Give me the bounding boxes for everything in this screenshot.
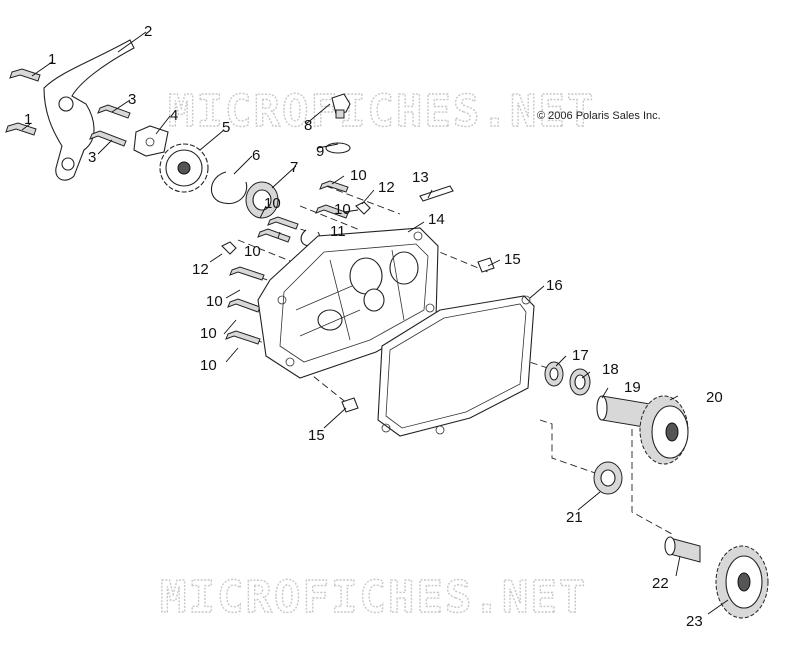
part-1-bolts bbox=[5, 68, 41, 136]
callout-2: 2 bbox=[144, 23, 152, 40]
callout-1: 1 bbox=[48, 51, 56, 68]
callout-23: 23 bbox=[686, 613, 703, 630]
callout-17: 17 bbox=[572, 347, 589, 364]
part-23-driven-gear bbox=[715, 545, 769, 619]
callout-4: 4 bbox=[170, 107, 178, 124]
callout-10: 10 bbox=[244, 243, 261, 260]
part-2-shift-bracket bbox=[43, 39, 135, 181]
part-20-gear bbox=[639, 395, 689, 465]
callout-18: 18 bbox=[602, 361, 619, 378]
callout-10: 10 bbox=[350, 167, 367, 184]
leader-lines bbox=[21, 31, 729, 615]
part-19-shaft bbox=[596, 395, 651, 429]
callout-3: 3 bbox=[88, 149, 96, 166]
watermark-bottom: MICROFICHES.NET bbox=[160, 572, 587, 623]
callout-10: 10 bbox=[334, 201, 351, 218]
callout-13: 13 bbox=[412, 169, 429, 186]
callout-3: 3 bbox=[128, 91, 136, 108]
part-10-bolts bbox=[225, 180, 349, 345]
part-22-pinion-shaft bbox=[664, 536, 701, 563]
callout-12: 12 bbox=[192, 261, 209, 278]
callout-15: 15 bbox=[504, 251, 521, 268]
callout-19: 19 bbox=[624, 379, 641, 396]
part-17-bearing bbox=[544, 361, 564, 387]
copyright-notice: © 2006 Polaris Sales Inc. bbox=[537, 110, 661, 122]
part-12-clips bbox=[221, 201, 371, 255]
callout-10: 10 bbox=[206, 293, 223, 310]
part-7-bearing bbox=[245, 181, 279, 219]
callout-22: 22 bbox=[652, 575, 669, 592]
watermark-top: MICROFICHES.NET bbox=[168, 86, 595, 137]
part-16-gasket bbox=[377, 295, 535, 437]
callout-14: 14 bbox=[428, 211, 445, 228]
part-3-screws bbox=[89, 104, 131, 147]
callout-12: 12 bbox=[378, 179, 395, 196]
part-6-circlip bbox=[210, 171, 248, 204]
callout-10: 10 bbox=[264, 195, 281, 212]
part-13-pin bbox=[419, 185, 454, 202]
callout-11: 11 bbox=[330, 223, 346, 240]
part-5-sprocket bbox=[159, 143, 209, 193]
callout-8: 8 bbox=[304, 117, 312, 134]
callout-16: 16 bbox=[546, 277, 563, 294]
callout-10: 10 bbox=[200, 325, 217, 342]
callout-21: 21 bbox=[566, 509, 583, 526]
callout-5: 5 bbox=[222, 119, 230, 136]
part-8-plug bbox=[325, 93, 351, 154]
callout-10: 10 bbox=[200, 357, 217, 374]
callout-1: 1 bbox=[24, 111, 32, 128]
callout-15: 15 bbox=[308, 427, 325, 444]
callout-7: 7 bbox=[290, 159, 298, 176]
part-18-seal bbox=[569, 368, 591, 396]
callout-20: 20 bbox=[706, 389, 723, 406]
part-21-bearing bbox=[593, 461, 623, 495]
part-4-retainer bbox=[133, 125, 169, 157]
callout-labels: 2 1 1 3 3 4 5 6 7 8 9 10 10 10 10 10 10 … bbox=[24, 23, 723, 630]
callout-9: 9 bbox=[316, 143, 324, 160]
callout-6: 6 bbox=[252, 147, 260, 164]
